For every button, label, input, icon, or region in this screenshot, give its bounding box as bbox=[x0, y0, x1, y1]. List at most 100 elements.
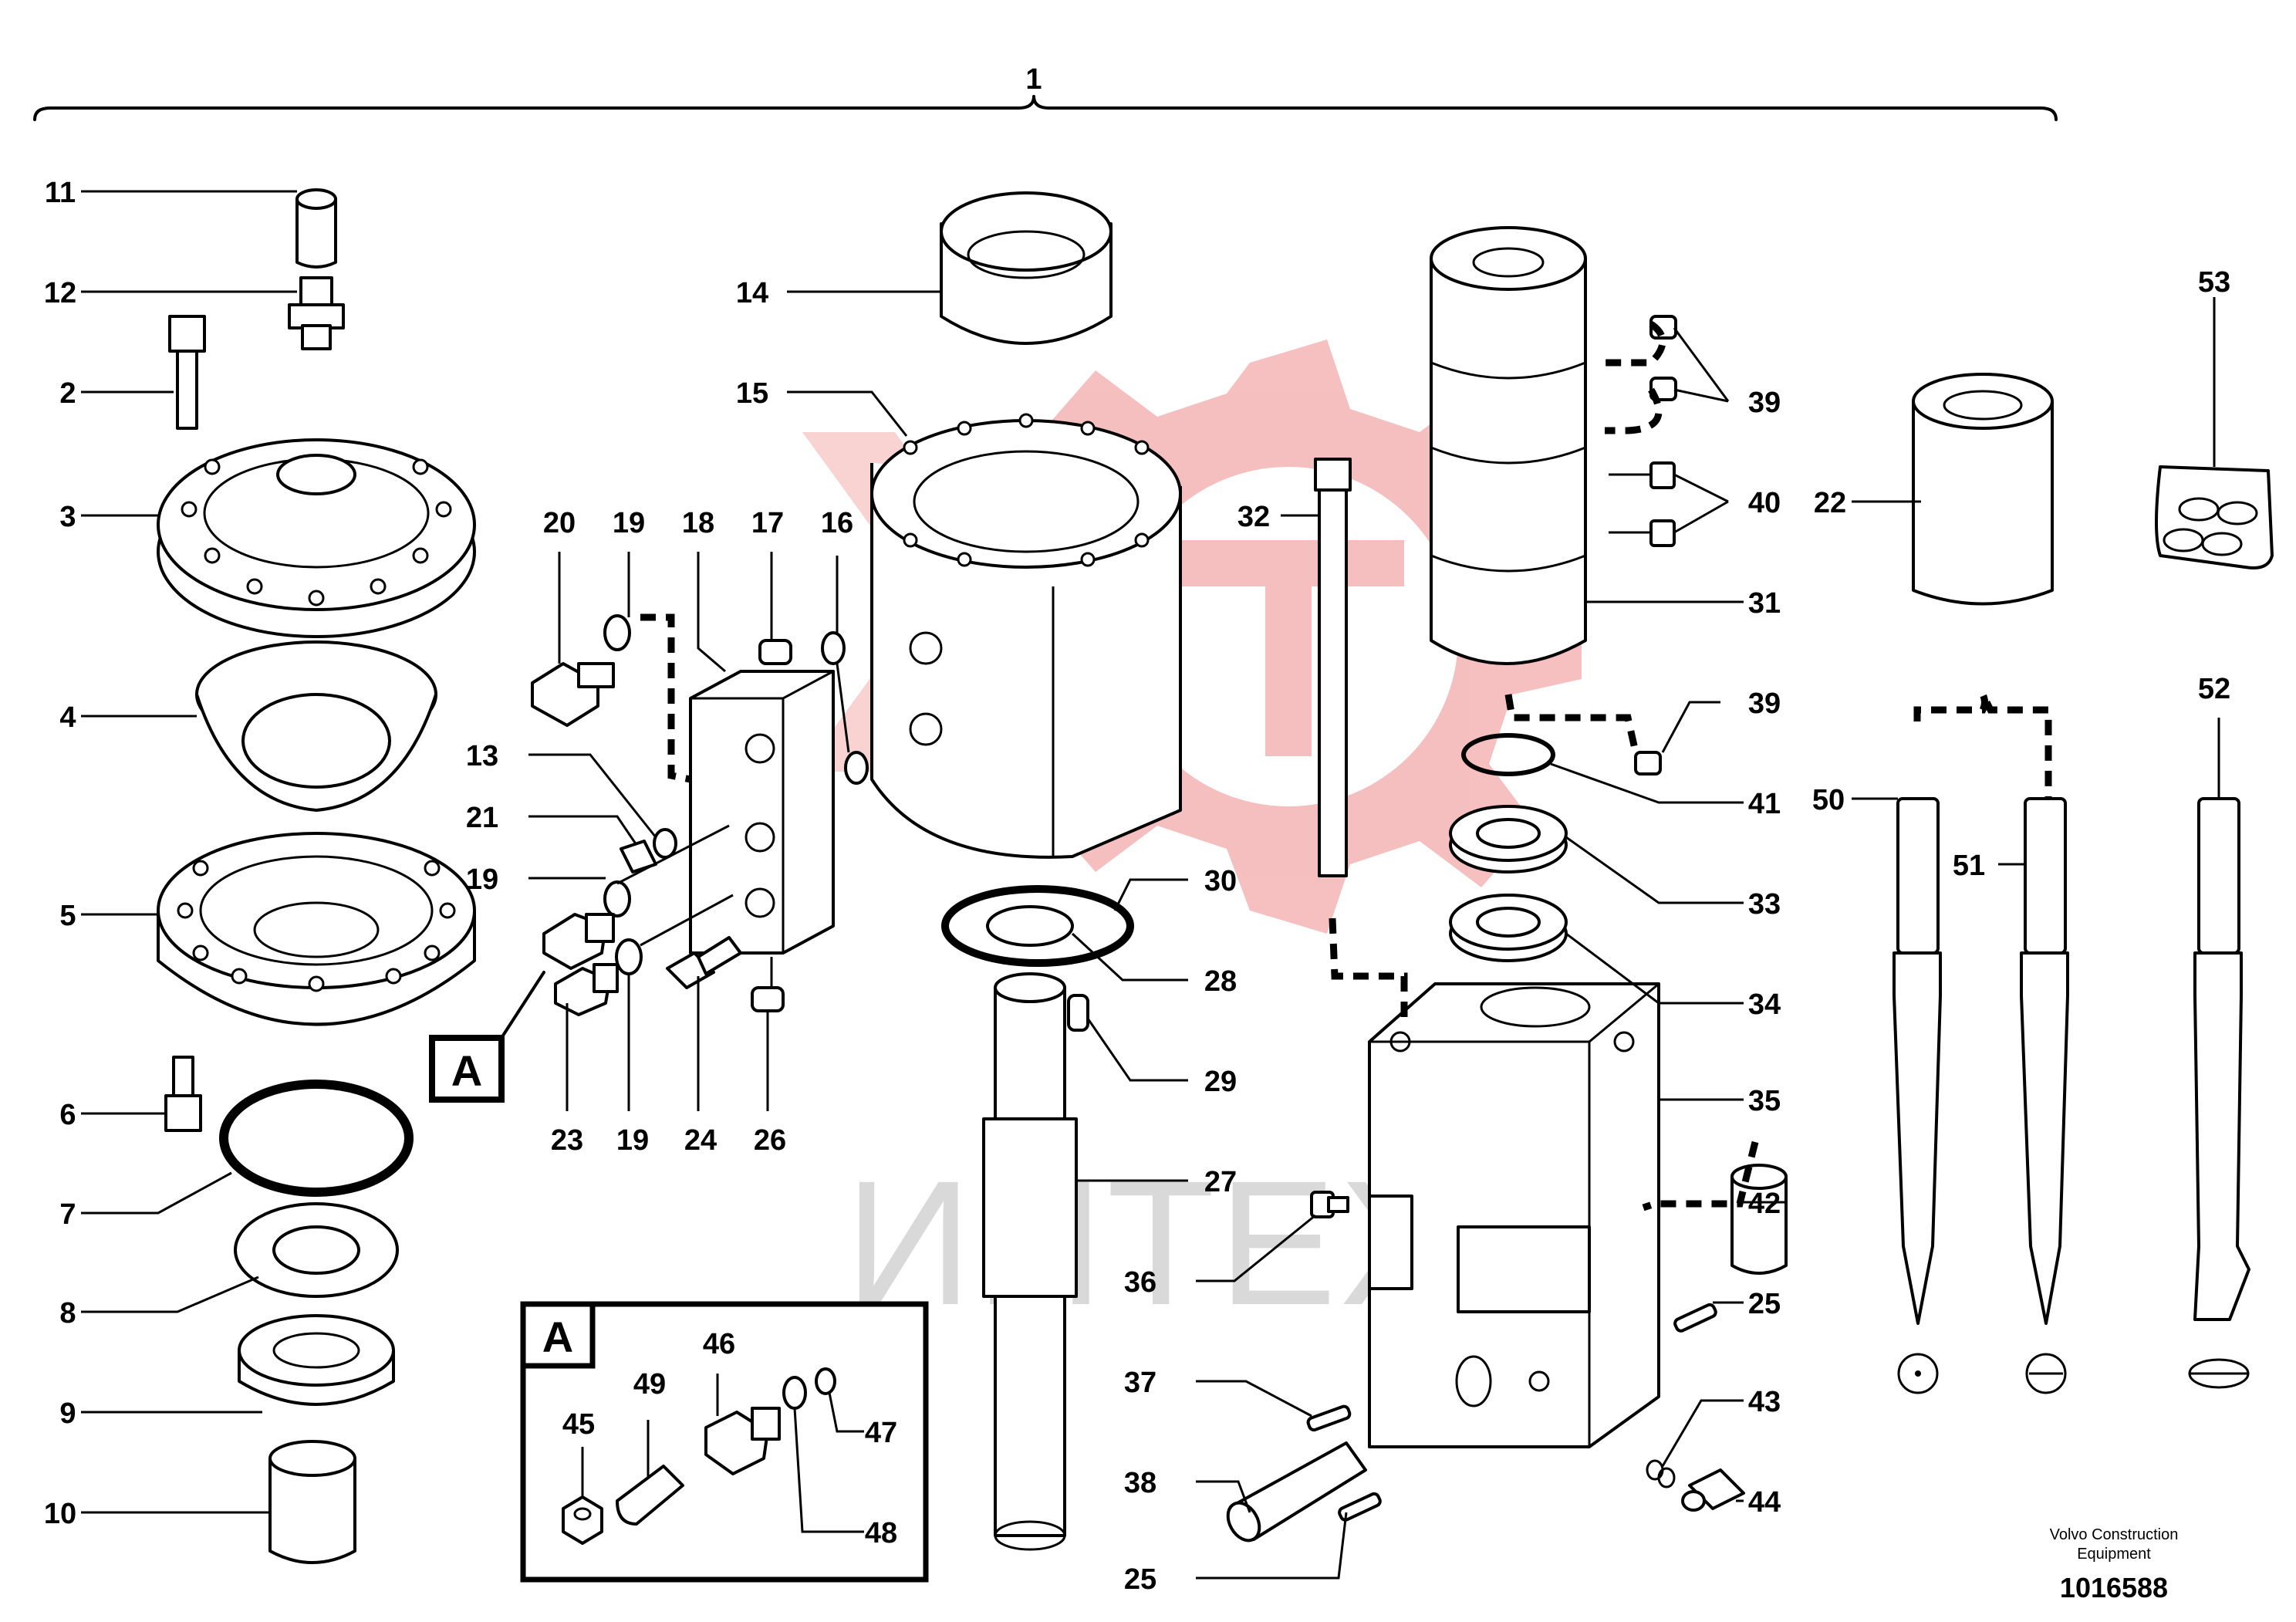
part-49-screw bbox=[616, 1465, 684, 1526]
part-17-plug bbox=[758, 639, 792, 665]
part-41-ring bbox=[1461, 733, 1555, 776]
callout-19b: 19 bbox=[466, 863, 498, 896]
part-8-washer bbox=[234, 1202, 399, 1298]
part-2-bolt bbox=[168, 315, 206, 430]
part-51-tool-chisel bbox=[2020, 797, 2069, 1394]
part-16-o-rings bbox=[821, 631, 869, 785]
leader-lines bbox=[81, 190, 2220, 1580]
credit-line-1: Volvo Construction bbox=[2050, 1526, 2179, 1543]
callout-26: 26 bbox=[754, 1124, 786, 1157]
part-19-seal-a bbox=[603, 614, 631, 651]
credit-block: Volvo Construction Equipment 1016588 bbox=[2050, 1526, 2179, 1603]
callout-37: 37 bbox=[1124, 1367, 1156, 1399]
part-40-insert-a bbox=[1649, 461, 1676, 489]
part-34-seal bbox=[1449, 894, 1568, 962]
doc-number: 1016588 bbox=[2060, 1572, 2168, 1603]
part-25-pin-a bbox=[1673, 1303, 1717, 1333]
part-27-piston bbox=[982, 972, 1078, 1551]
part-37-pin bbox=[1306, 1404, 1352, 1432]
part-7-o-ring bbox=[219, 1080, 414, 1197]
callout-13: 13 bbox=[466, 740, 498, 772]
part-46-fitting bbox=[704, 1407, 781, 1475]
detail-ref-box: A bbox=[429, 971, 545, 1103]
callout-25b: 25 bbox=[1124, 1563, 1156, 1596]
callout-10: 10 bbox=[44, 1498, 76, 1530]
callout-2: 2 bbox=[59, 377, 76, 410]
part-26-plug bbox=[751, 986, 785, 1012]
part-3-top-cap bbox=[157, 438, 476, 638]
part-35-lower-body bbox=[1368, 982, 1660, 1448]
part-9-valve-body bbox=[238, 1314, 395, 1406]
part-33-seal bbox=[1449, 805, 1568, 874]
callout-14: 14 bbox=[736, 277, 768, 309]
part-30-o-ring bbox=[941, 885, 1134, 967]
part-24-bolt bbox=[666, 936, 742, 989]
callout-5: 5 bbox=[59, 900, 76, 932]
callout-30: 30 bbox=[1204, 865, 1237, 897]
callout-45: 45 bbox=[562, 1408, 595, 1441]
callout-31: 31 bbox=[1748, 587, 1781, 620]
callout-49: 49 bbox=[633, 1368, 666, 1401]
part-13-seal bbox=[653, 828, 677, 859]
credit-line-2: Equipment bbox=[2077, 1546, 2151, 1563]
callout-25a: 25 bbox=[1748, 1288, 1781, 1320]
callout-39b: 39 bbox=[1748, 688, 1781, 720]
part-50-tool-moil bbox=[1893, 797, 1942, 1394]
callout-18: 18 bbox=[682, 507, 714, 539]
callout-32: 32 bbox=[1237, 501, 1270, 533]
connection-lines bbox=[640, 321, 2052, 1211]
callout-48: 48 bbox=[865, 1517, 897, 1549]
callout-50: 50 bbox=[1812, 784, 1845, 816]
part-5-lower-flange bbox=[157, 832, 476, 1026]
callout-40: 40 bbox=[1748, 487, 1781, 519]
part-19-seal-c bbox=[615, 938, 643, 975]
callout-47: 47 bbox=[865, 1417, 897, 1449]
callout-38: 38 bbox=[1124, 1467, 1156, 1499]
part-44-plug bbox=[1681, 1468, 1745, 1512]
part-43-spring bbox=[1646, 1459, 1676, 1489]
callout-3: 3 bbox=[59, 501, 76, 533]
callout-27: 27 bbox=[1204, 1166, 1237, 1198]
callout-6: 6 bbox=[59, 1099, 76, 1131]
callout-39a: 39 bbox=[1748, 387, 1781, 419]
part-32-rod bbox=[1314, 458, 1352, 877]
callout-15: 15 bbox=[736, 377, 768, 410]
assembly-callout: 1 bbox=[1025, 63, 1042, 96]
callout-35: 35 bbox=[1748, 1085, 1781, 1117]
callout-19a: 19 bbox=[613, 507, 645, 539]
part-20-fitting bbox=[531, 662, 615, 727]
part-23-fitting bbox=[554, 963, 619, 1016]
part-52-tool-spade bbox=[2188, 797, 2250, 1389]
part-29-pin bbox=[1067, 994, 1089, 1032]
callout-42: 42 bbox=[1748, 1188, 1781, 1220]
callout-4: 4 bbox=[59, 701, 76, 734]
part-36-fitting bbox=[1310, 1191, 1349, 1218]
part-4-cup bbox=[195, 640, 437, 812]
part-39-screw-c bbox=[1634, 751, 1662, 776]
part-48-o-ring bbox=[782, 1376, 807, 1410]
part-28-seal bbox=[986, 905, 1074, 947]
callout-33: 33 bbox=[1748, 888, 1781, 921]
part-40-insert-b bbox=[1649, 519, 1676, 547]
callout-46: 46 bbox=[703, 1328, 735, 1360]
part-42-nut bbox=[1730, 1164, 1788, 1275]
callout-53: 53 bbox=[2198, 266, 2230, 299]
callout-28: 28 bbox=[1204, 965, 1237, 998]
callout-43: 43 bbox=[1748, 1386, 1781, 1418]
callout-44: 44 bbox=[1748, 1486, 1781, 1519]
callout-17: 17 bbox=[751, 507, 784, 539]
part-45-nut bbox=[562, 1495, 603, 1545]
callout-34: 34 bbox=[1748, 988, 1781, 1021]
callout-52: 52 bbox=[2198, 673, 2230, 705]
callout-21: 21 bbox=[466, 802, 498, 834]
callout-29: 29 bbox=[1204, 1066, 1237, 1098]
callout-16: 16 bbox=[821, 507, 853, 539]
callout-41: 41 bbox=[1748, 788, 1781, 820]
part-10-sleeve bbox=[268, 1440, 356, 1564]
callout-labels: 11 12 2 3 4 5 6 7 8 9 10 20 19 18 17 16 … bbox=[44, 177, 2230, 1596]
part-19-seal-b bbox=[603, 880, 631, 917]
part-38-rod bbox=[1226, 1441, 1367, 1543]
svg-text:A: A bbox=[451, 1046, 482, 1095]
callout-11: 11 bbox=[45, 177, 76, 209]
part-15-cylinder bbox=[870, 413, 1182, 859]
